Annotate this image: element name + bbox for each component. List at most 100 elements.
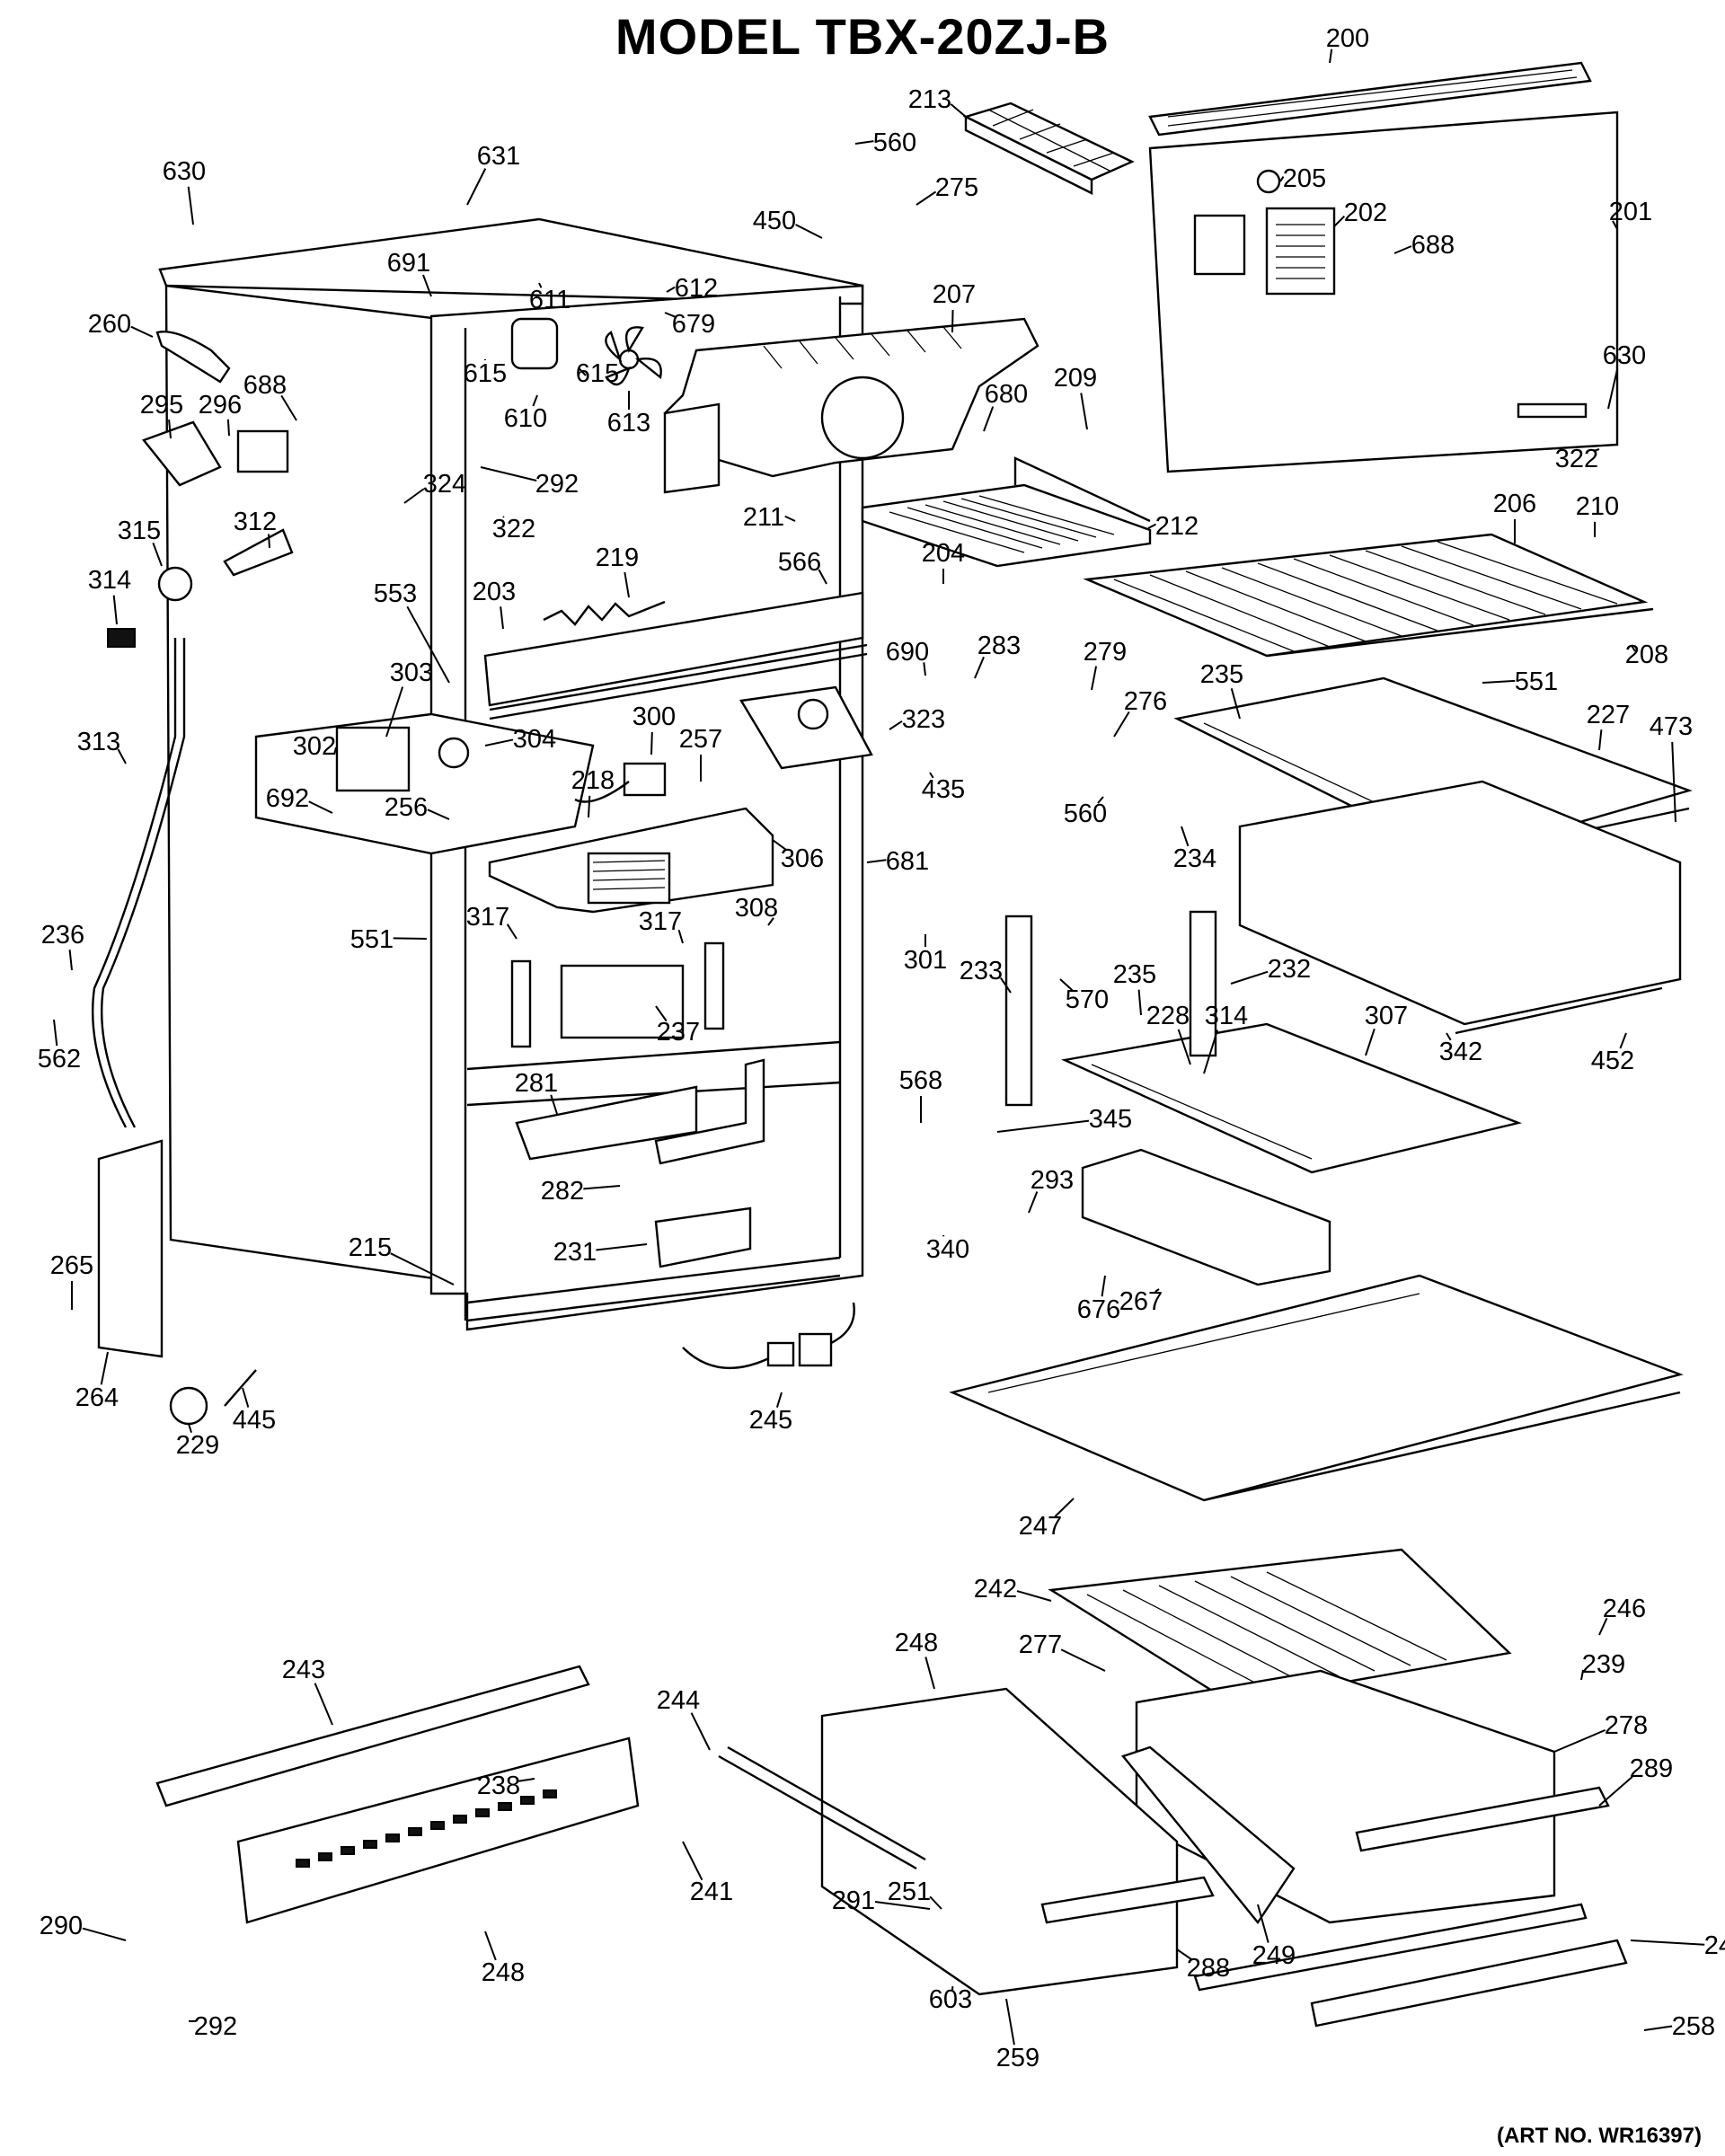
leader-line bbox=[1147, 523, 1157, 529]
freezer-divider-icon bbox=[483, 591, 868, 720]
leader-line bbox=[385, 686, 404, 738]
leader-line bbox=[53, 1019, 58, 1047]
crisper-pan-slide-icon bbox=[1193, 1903, 1628, 2028]
leader-line bbox=[333, 747, 337, 755]
part-callout-228: 228 bbox=[1146, 1002, 1190, 1030]
part-callout-211: 211 bbox=[743, 503, 784, 532]
part-callout-323: 323 bbox=[902, 705, 945, 734]
part-callout-676: 676 bbox=[1077, 1295, 1120, 1324]
part-callout-278: 278 bbox=[1605, 1711, 1648, 1740]
leader-line bbox=[1016, 1590, 1052, 1602]
leader-line bbox=[1671, 741, 1676, 823]
part-callout-566: 566 bbox=[778, 548, 821, 577]
leader-line bbox=[1181, 826, 1190, 847]
part-callout-248: 248 bbox=[895, 1629, 938, 1657]
part-callout-242: 242 bbox=[974, 1575, 1017, 1604]
vegetable-pan-left-icon bbox=[820, 1687, 1215, 1996]
part-callout-256: 256 bbox=[385, 793, 428, 822]
part-callout-260: 260 bbox=[88, 310, 131, 339]
part-callout-236: 236 bbox=[41, 921, 84, 950]
leader-line bbox=[1059, 978, 1074, 992]
part-callout-690: 690 bbox=[886, 638, 929, 667]
part-callout-679: 679 bbox=[672, 310, 715, 339]
leader-line bbox=[1005, 1998, 1015, 2046]
part-callout-207: 207 bbox=[933, 280, 976, 309]
part-callout-245: 245 bbox=[749, 1406, 792, 1435]
crisper-frame-icon bbox=[1120, 1745, 1296, 1925]
leader-line bbox=[655, 1005, 668, 1022]
leader-line bbox=[924, 1657, 935, 1690]
leader-line bbox=[480, 466, 537, 482]
freezer-rear-panel-icon bbox=[1148, 110, 1619, 473]
part-callout-300: 300 bbox=[632, 702, 676, 731]
part-callout-210: 210 bbox=[1576, 492, 1619, 521]
leader-line bbox=[1203, 1029, 1219, 1074]
wiring-harness-icon bbox=[682, 1302, 855, 1370]
leader-line bbox=[923, 662, 926, 676]
leader-line bbox=[950, 103, 967, 118]
part-callout-212: 212 bbox=[1155, 512, 1199, 541]
evaporator-fan-icon bbox=[510, 317, 662, 386]
part-callout-322: 322 bbox=[1555, 445, 1598, 473]
part-callout-452: 452 bbox=[1591, 1047, 1634, 1075]
part-callout-303: 303 bbox=[390, 658, 433, 687]
part-callout-296: 296 bbox=[199, 391, 242, 420]
part-callout-340: 340 bbox=[926, 1235, 969, 1264]
leader-line bbox=[929, 772, 934, 779]
part-callout-314: 314 bbox=[1205, 1002, 1248, 1030]
leader-line bbox=[1630, 1940, 1705, 1946]
part-callout-246: 246 bbox=[1603, 1595, 1646, 1623]
leader-line bbox=[624, 571, 630, 598]
leader-line bbox=[795, 224, 823, 239]
leader-line bbox=[666, 286, 676, 293]
leader-line bbox=[390, 1252, 455, 1286]
leader-line bbox=[82, 1927, 127, 1941]
part-callout-281: 281 bbox=[515, 1069, 558, 1098]
leader-line bbox=[1230, 688, 1241, 720]
leader-line bbox=[188, 1423, 192, 1433]
part-callout-202: 202 bbox=[1344, 199, 1387, 227]
leader-line bbox=[677, 929, 684, 944]
part-callout-680: 680 bbox=[985, 380, 1028, 409]
part-callout-213: 213 bbox=[908, 85, 951, 114]
part-callout-681: 681 bbox=[886, 847, 929, 876]
part-callout-450: 450 bbox=[753, 207, 796, 235]
part-callout-301: 301 bbox=[904, 946, 947, 975]
part-callout-322: 322 bbox=[492, 515, 535, 543]
leader-line bbox=[403, 488, 425, 504]
leader-line bbox=[242, 1387, 250, 1408]
part-callout-560: 560 bbox=[1064, 800, 1107, 828]
model-title: MODEL TBX-20ZJ-B bbox=[615, 8, 1110, 65]
leader-line bbox=[117, 748, 127, 764]
part-callout-279: 279 bbox=[1084, 638, 1127, 667]
leader-line bbox=[100, 1351, 109, 1385]
leader-line bbox=[578, 367, 587, 376]
cantilever-shelf-icon bbox=[949, 1274, 1684, 1502]
part-callout-201: 201 bbox=[1609, 198, 1652, 226]
leader-line bbox=[583, 1185, 621, 1190]
part-callout-215: 215 bbox=[349, 1233, 392, 1262]
part-callout-293: 293 bbox=[1031, 1166, 1074, 1195]
leader-line bbox=[393, 937, 428, 940]
leader-line bbox=[1612, 220, 1618, 230]
part-callout-291: 291 bbox=[832, 1886, 875, 1915]
leader-line bbox=[484, 1931, 497, 1961]
part-callout-249: 249 bbox=[1252, 1941, 1296, 1970]
part-callout-276: 276 bbox=[1124, 687, 1167, 716]
leader-line bbox=[466, 168, 487, 206]
part-callout-306: 306 bbox=[781, 844, 824, 873]
part-callout-229: 229 bbox=[176, 1431, 219, 1460]
part-callout-553: 553 bbox=[374, 579, 417, 608]
drawer-slide-icon bbox=[718, 1745, 926, 1870]
leader-line bbox=[650, 731, 653, 755]
leader-line bbox=[550, 1094, 558, 1115]
leader-line bbox=[1091, 666, 1098, 691]
bottom-rail-icon bbox=[155, 1665, 590, 1807]
part-callout-445: 445 bbox=[233, 1406, 276, 1435]
part-callout-691: 691 bbox=[387, 249, 430, 278]
part-callout-209: 209 bbox=[1054, 364, 1097, 393]
leader-line bbox=[406, 605, 450, 684]
leader-line bbox=[1619, 1032, 1627, 1049]
shelf-bracket-left-icon bbox=[1004, 910, 1217, 1107]
